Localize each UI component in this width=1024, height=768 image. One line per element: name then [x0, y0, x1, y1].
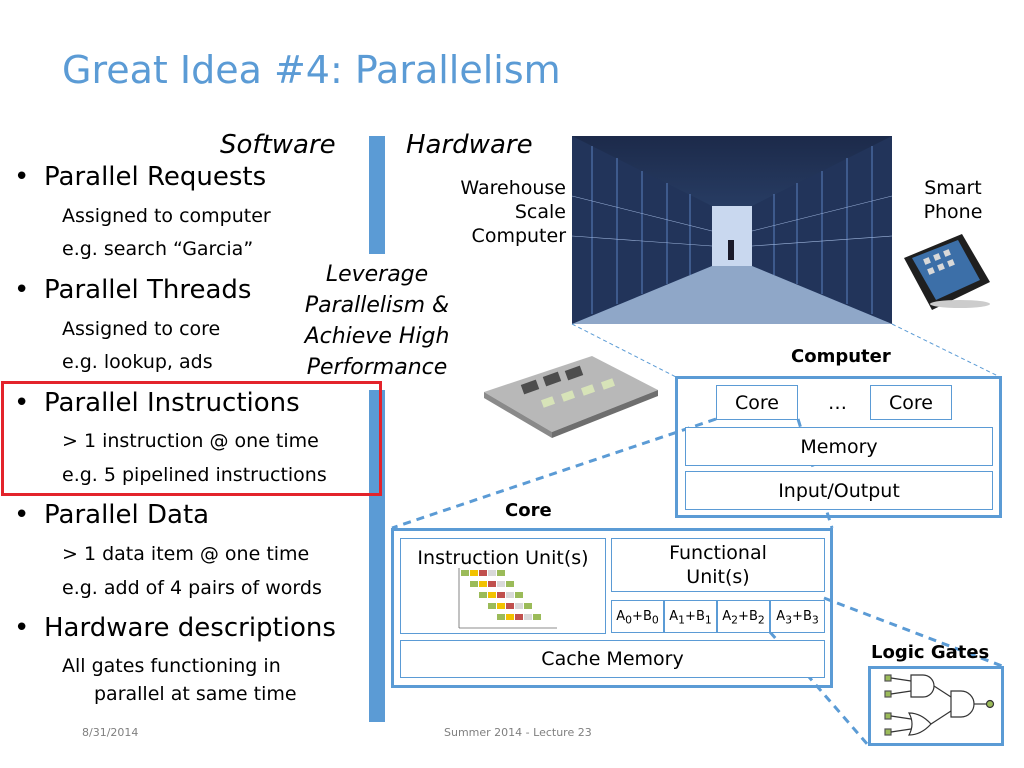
hardware-heading: Hardware — [406, 130, 533, 160]
computer-box — [675, 376, 1002, 518]
sub-one-data-item: > 1 data item @ one time — [62, 543, 310, 565]
software-heading: Software — [220, 130, 336, 160]
memory-box: Memory — [685, 427, 993, 466]
server-blade-image — [482, 352, 660, 440]
computer-label: Computer — [791, 346, 891, 367]
slide-title: Great Idea #4: Parallelism — [62, 48, 561, 92]
logic-gates-box — [868, 666, 1004, 746]
add-box-2: A2+B2 — [717, 600, 770, 633]
sub-one-instruction: > 1 instruction @ one time — [62, 430, 319, 452]
logic-gate-diagram — [884, 674, 995, 736]
core-ellipsis: … — [828, 392, 847, 414]
sub-lookup-ads: e.g. lookup, ads — [62, 351, 213, 373]
datacenter-image — [571, 136, 893, 324]
cache-memory-box: Cache Memory — [400, 640, 825, 678]
logic-gates-label: Logic Gates — [871, 642, 990, 663]
smartphone-image — [900, 230, 992, 314]
sub-add-pairs-words: e.g. add of 4 pairs of words — [62, 577, 322, 599]
warehouse-label: Warehouse Scale Computer — [460, 177, 566, 247]
input-output-box: Input/Output — [685, 471, 993, 510]
bullet-parallel-threads: •Parallel Threads — [14, 275, 252, 305]
bullet-hardware-descriptions: •Hardware descriptions — [14, 613, 336, 643]
functional-unit-box: Functional Unit(s) — [611, 538, 825, 592]
bullet-parallel-instructions: •Parallel Instructions — [14, 388, 300, 418]
instruction-unit-box: Instruction Unit(s) — [400, 538, 606, 634]
footer-lecture: Summer 2014 - Lecture 23 — [444, 726, 592, 739]
leverage-text: Leverage Parallelism & Achieve High Perf… — [304, 262, 450, 380]
bullet-parallel-requests: •Parallel Requests — [14, 162, 267, 192]
sub-parallel-same-time: parallel at same time — [94, 683, 297, 705]
sub-pipelined-instructions: e.g. 5 pipelined instructions — [62, 464, 327, 486]
core-box-left: Core — [716, 385, 798, 420]
smartphone-label: Smart Phone — [923, 177, 983, 223]
bullet-parallel-data: •Parallel Data — [14, 500, 210, 530]
divider-bar-top — [369, 136, 385, 254]
core-detail-box — [391, 528, 833, 688]
add-box-1: A1+B1 — [664, 600, 717, 633]
add-box-0: A0+B0 — [611, 600, 664, 633]
pipeline-diagram — [458, 568, 557, 629]
core-label: Core — [505, 500, 552, 521]
sub-search-garcia: e.g. search “Garcia” — [62, 238, 254, 260]
sub-gates-functioning: All gates functioning in — [62, 655, 281, 677]
footer-date: 8/31/2014 — [82, 726, 139, 739]
core-box-right: Core — [870, 385, 952, 420]
highlight-box — [1, 381, 382, 496]
sub-assigned-to-core: Assigned to core — [62, 318, 221, 340]
instruction-unit-label: Instruction Unit(s) — [417, 547, 589, 569]
sub-assigned-to-computer: Assigned to computer — [62, 205, 271, 227]
add-box-3: A3+B3 — [770, 600, 825, 633]
